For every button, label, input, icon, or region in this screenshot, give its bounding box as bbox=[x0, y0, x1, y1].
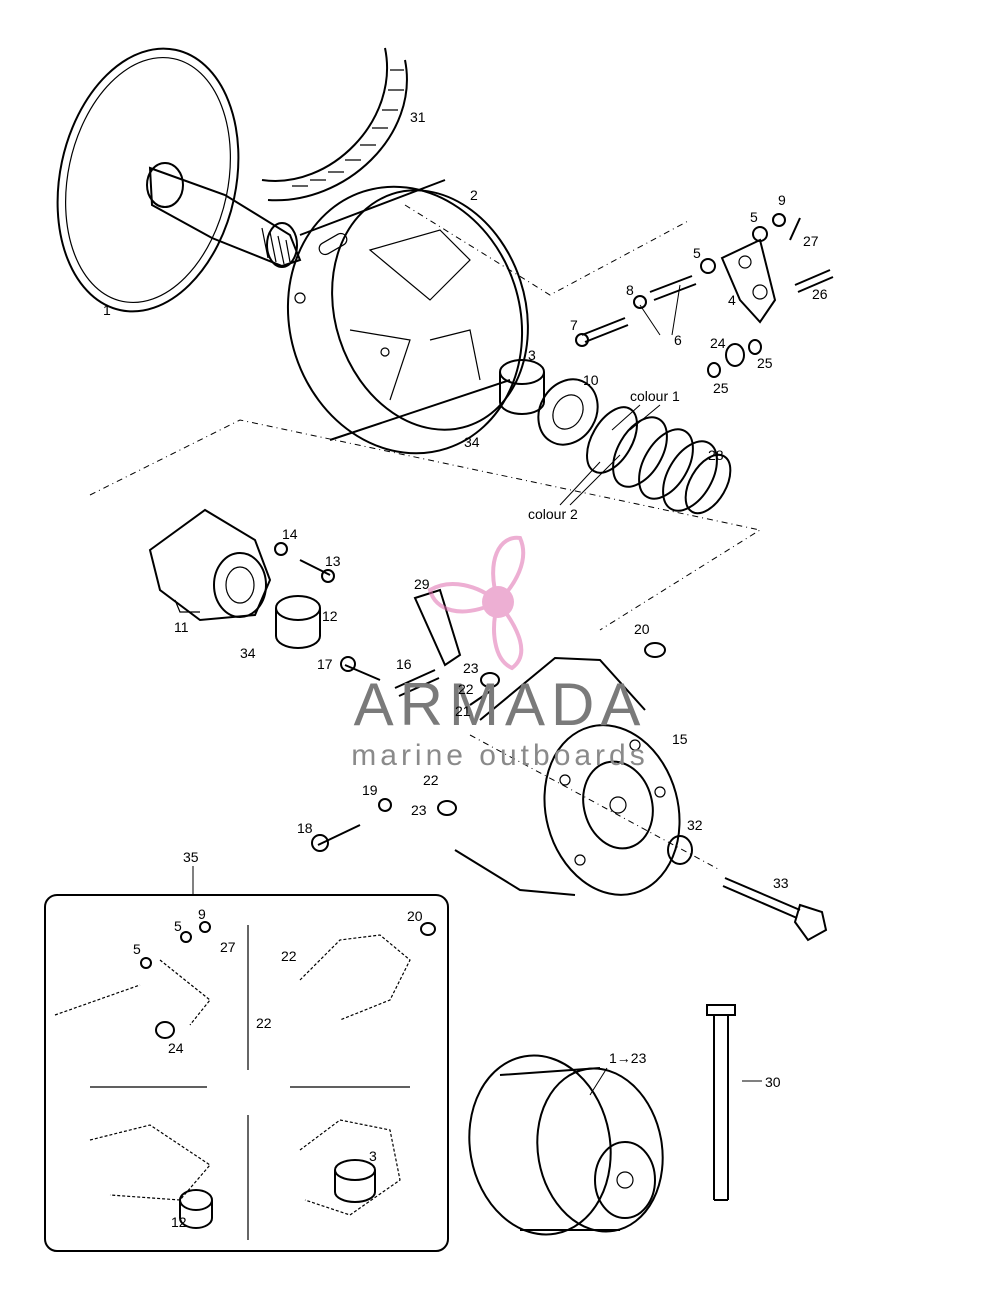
pin-16 bbox=[394, 669, 440, 697]
label-29: 29 bbox=[414, 576, 430, 592]
label-30: 30 bbox=[765, 1074, 781, 1090]
label-23b: 23 bbox=[411, 802, 427, 818]
inset-label-5a: 5 bbox=[174, 918, 182, 934]
label-14: 14 bbox=[282, 526, 298, 542]
label-2: 2 bbox=[470, 187, 478, 203]
label-9: 9 bbox=[778, 192, 786, 208]
label-28: 28 bbox=[708, 447, 724, 463]
label-33: 33 bbox=[773, 875, 789, 891]
inset-label-9: 9 bbox=[198, 906, 206, 922]
washer-32 bbox=[667, 835, 693, 865]
label-16: 16 bbox=[396, 656, 412, 672]
label-31: 31 bbox=[410, 109, 426, 125]
label-11: 11 bbox=[174, 619, 189, 635]
cam-housing-15 bbox=[454, 656, 681, 896]
label-22a: 22 bbox=[458, 681, 474, 697]
bolt-18 bbox=[317, 824, 361, 846]
spring-21 bbox=[469, 689, 493, 706]
washer-19 bbox=[378, 798, 392, 812]
watermark-tagline: marine outboards bbox=[351, 739, 648, 772]
label-26: 26 bbox=[812, 286, 828, 302]
washer-14 bbox=[274, 542, 288, 556]
fixed-sheave bbox=[56, 47, 302, 313]
label-32: 32 bbox=[687, 817, 703, 833]
label-range-1-23: 1→23 bbox=[609, 1050, 647, 1066]
label-5b: 5 bbox=[693, 245, 701, 261]
watermark-brand: ARMADA bbox=[354, 671, 647, 738]
label-25b: 25 bbox=[713, 380, 729, 396]
inset-label-12: 12 bbox=[171, 1214, 187, 1230]
label-23a: 23 bbox=[463, 660, 479, 676]
screw-17 bbox=[344, 664, 381, 681]
armada-logo-watermark bbox=[427, 535, 526, 671]
label-3: 3 bbox=[528, 347, 536, 363]
label-18: 18 bbox=[297, 820, 313, 836]
bushing-12 bbox=[275, 595, 321, 649]
bolt-33 bbox=[722, 877, 828, 942]
label-13: 13 bbox=[325, 553, 341, 569]
drive-belt bbox=[261, 47, 408, 202]
label-7: 7 bbox=[570, 317, 578, 333]
inset-label-24: 24 bbox=[168, 1040, 184, 1056]
lever-assembly bbox=[575, 213, 834, 378]
label-6: 6 bbox=[674, 332, 682, 348]
spring-28 bbox=[586, 406, 732, 515]
complete-pulley-assembly bbox=[468, 1054, 664, 1236]
label-21: 21 bbox=[455, 703, 471, 719]
bushing-3 bbox=[499, 359, 545, 415]
inset-label-22a: 22 bbox=[281, 948, 297, 964]
label-colour-2: colour 2 bbox=[528, 506, 578, 522]
label-27: 27 bbox=[803, 233, 819, 249]
label-25a: 25 bbox=[757, 355, 773, 371]
label-15: 15 bbox=[672, 731, 688, 747]
inset-label-3: 3 bbox=[369, 1148, 377, 1164]
label-34a: 34 bbox=[464, 434, 480, 450]
label-19: 19 bbox=[362, 782, 378, 798]
label-5a: 5 bbox=[750, 209, 758, 225]
label-4: 4 bbox=[728, 292, 736, 308]
label-17: 17 bbox=[317, 656, 333, 672]
inset-label-27: 27 bbox=[220, 939, 236, 955]
label-8: 8 bbox=[626, 282, 634, 298]
inset-label-22b: 22 bbox=[256, 1015, 272, 1031]
label-1: 1 bbox=[103, 302, 111, 318]
screw-13 bbox=[299, 559, 331, 576]
inset-label-5b: 5 bbox=[133, 941, 141, 957]
label-22b: 22 bbox=[423, 772, 439, 788]
part-labels: 1 2 3 4 5 5 6 7 8 9 10 11 12 13 14 15 16… bbox=[103, 109, 828, 1090]
label-34b: 34 bbox=[240, 645, 256, 661]
label-10: 10 bbox=[583, 372, 599, 388]
washer-10 bbox=[537, 378, 599, 446]
inset-label-20: 20 bbox=[407, 908, 423, 924]
spider-11 bbox=[148, 508, 272, 622]
movable-sheave bbox=[286, 179, 529, 455]
label-12: 12 bbox=[322, 608, 338, 624]
bolt-30 bbox=[706, 1004, 736, 1201]
label-colour-1: colour 1 bbox=[630, 388, 680, 404]
nut-20 bbox=[644, 642, 666, 658]
label-35: 35 bbox=[183, 849, 199, 865]
label-20: 20 bbox=[634, 621, 650, 637]
cap-23 bbox=[480, 672, 500, 688]
inset-box-35 bbox=[44, 866, 449, 1252]
label-24: 24 bbox=[710, 335, 726, 351]
inset-labels: 5 9 5 27 24 20 22 22 12 3 bbox=[133, 906, 423, 1230]
